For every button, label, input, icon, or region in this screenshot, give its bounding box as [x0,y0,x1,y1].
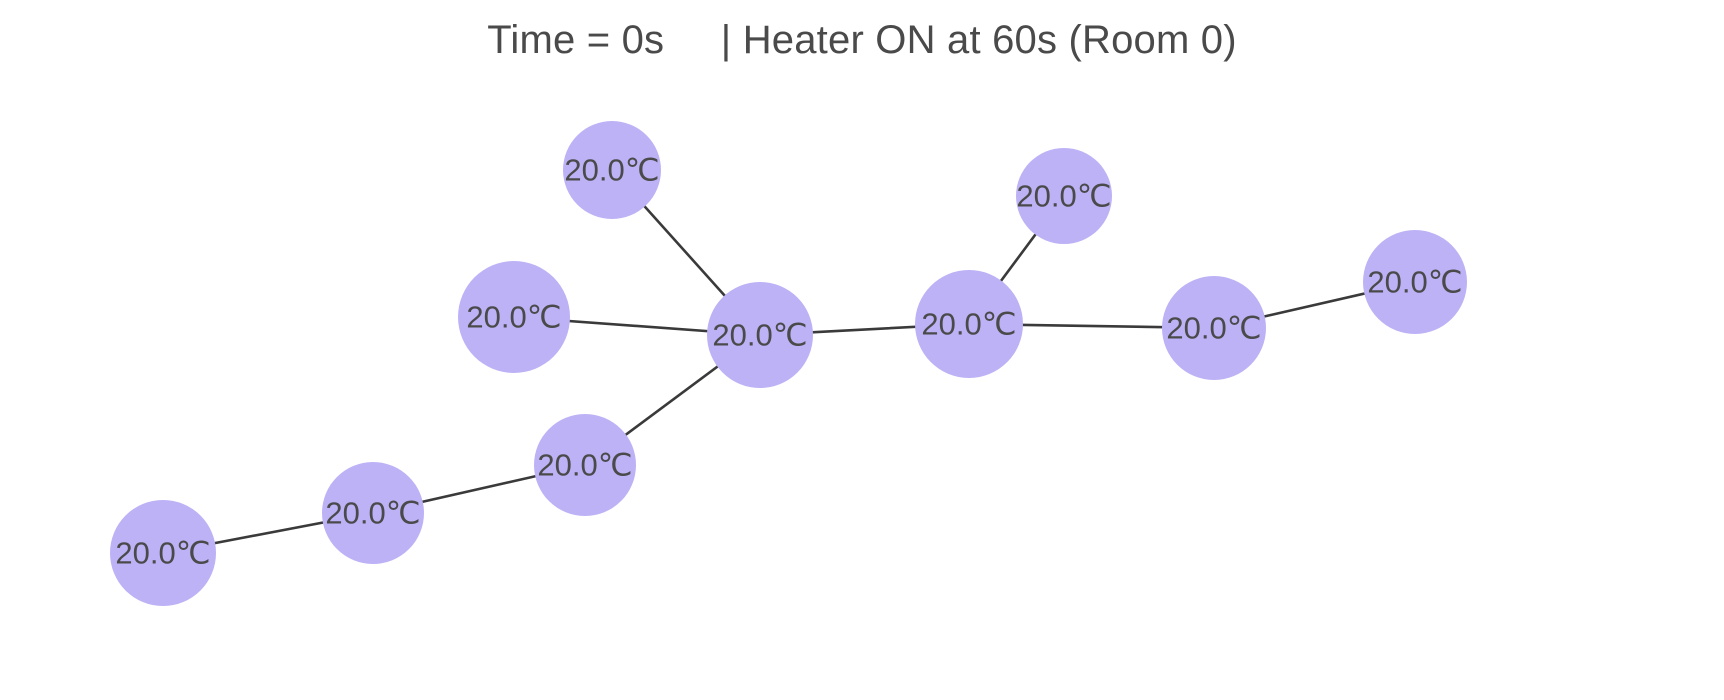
node-temperature-label: 20.0℃ [466,300,561,335]
graph-node-room-5[interactable]: 20.0℃ [110,500,216,606]
node-circle[interactable] [707,282,813,388]
node-temperature-label: 20.0℃ [1166,311,1261,346]
graph-node-room-7[interactable]: 20.0℃ [1016,148,1112,244]
page-title: Time = 0s | Heater ON at 60s (Room 0) [487,18,1237,62]
node-circle[interactable] [1016,148,1112,244]
node-temperature-label: 20.0℃ [564,153,659,188]
node-temperature-label: 20.0℃ [325,496,420,531]
graph-node-room-4[interactable]: 20.0℃ [322,462,424,564]
node-circle[interactable] [1363,230,1467,334]
nodes-layer: 20.0℃ 20.0℃ 20.0℃ 20.0℃ 20.0℃ 20.0℃ 20.0℃ 20.0℃… [110,121,1467,606]
node-circle[interactable] [322,462,424,564]
node-temperature-label: 20.0℃ [712,318,807,353]
node-temperature-label: 20.0℃ [921,307,1016,342]
graph-node-room-9[interactable]: 20.0℃ [1363,230,1467,334]
graph-node-room-0[interactable]: 20.0℃ [707,282,813,388]
graph-node-room-3[interactable]: 20.0℃ [534,414,636,516]
node-circle[interactable] [563,121,661,219]
graph-node-room-8[interactable]: 20.0℃ [1162,276,1266,380]
graph-node-room-2[interactable]: 20.0℃ [458,261,570,373]
node-circle[interactable] [1162,276,1266,380]
node-circle[interactable] [458,261,570,373]
node-temperature-label: 20.0℃ [537,448,632,483]
graph-node-room-6[interactable]: 20.0℃ [915,270,1023,378]
node-temperature-label: 20.0℃ [1016,179,1111,214]
node-circle[interactable] [915,270,1023,378]
node-temperature-label: 20.0℃ [1367,265,1462,300]
node-temperature-label: 20.0℃ [115,536,210,571]
graph-node-room-1[interactable]: 20.0℃ [563,121,661,219]
node-circle[interactable] [110,500,216,606]
node-circle[interactable] [534,414,636,516]
